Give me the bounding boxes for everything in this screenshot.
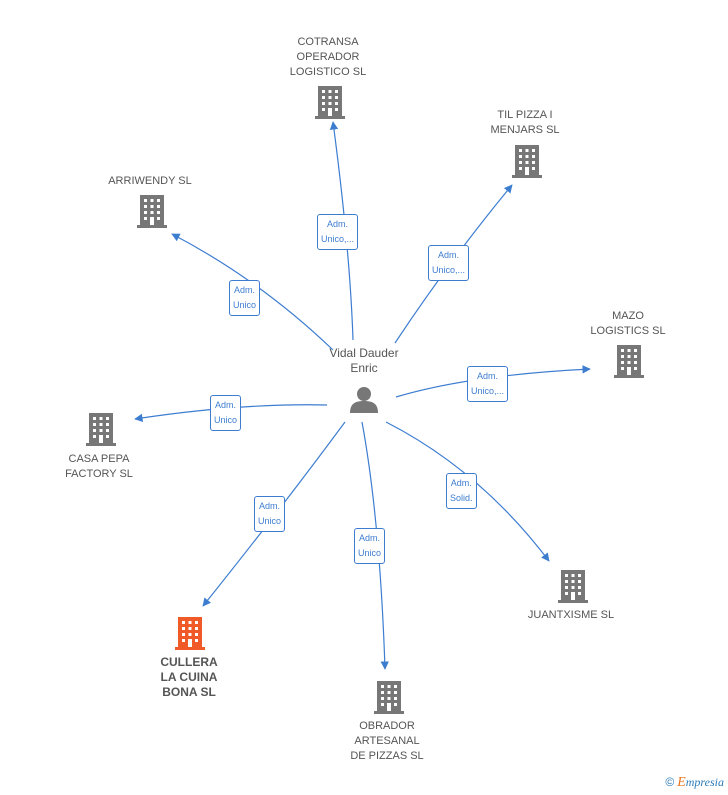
role-badge-line: Adm. [477,371,499,381]
company-label-line: COTRANSA [297,36,359,48]
role-badge-arriwendy: Adm. Unico [229,280,261,316]
center-person-name: Vidal Dauder Enric [314,346,414,376]
company-label-juantxisme[interactable]: JUANTXISME SL [501,608,641,623]
company-label-line: CASA PEPA [68,453,130,465]
role-badge-line: Solid. [450,493,473,503]
role-badge-casapepa: Adm. Unico [210,395,242,431]
building-icon-obrador[interactable] [374,681,404,714]
company-label-line: MAZO [612,310,644,322]
role-badge-line: Adm. [438,250,460,260]
company-label-line: LOGISTICS SL [590,325,666,337]
company-label-casapepa[interactable]: CASA PEPA FACTORY SL [29,452,169,482]
role-badge-line: Adm. [215,400,237,410]
role-badge-line: Adm. [450,478,472,488]
brand-logo-e: E [677,775,686,790]
company-label-line: FACTORY SL [65,468,133,480]
role-badge-line: Unico [258,516,282,526]
role-badge-tilpizza: Adm. Unico,... [428,245,470,281]
role-badge-line: Unico [233,300,257,310]
person-icon [350,387,378,413]
company-label-line: MENJARS SL [490,124,560,136]
role-badge-line: Adm. [327,219,349,229]
building-icon-cotransa[interactable] [315,86,345,119]
role-badge-cullera: Adm. Unico [254,496,286,532]
role-badge-line: Unico [214,415,238,425]
company-label-line: ARRIWENDY SL [108,175,192,187]
company-label-cotransa[interactable]: COTRANSA OPERADOR LOGISTICO SL [258,35,398,80]
company-label-obrador[interactable]: OBRADOR ARTESANAL DE PIZZAS SL [317,719,457,764]
company-label-line: CULLERA [160,655,218,669]
role-badge-line: Unico,... [321,234,355,244]
role-badge-juantxisme: Adm. Solid. [446,473,477,509]
company-label-line: LOGISTICO SL [289,66,367,78]
company-label-line: BONA SL [162,685,216,699]
company-label-line: OBRADOR [359,720,415,732]
role-badge-obrador: Adm. Unico [354,528,386,564]
role-badge-line: Unico,... [471,386,505,396]
company-label-line: LA CUINA [160,670,218,684]
role-badge-line: Adm. [359,533,381,543]
role-badge-line: Adm. [259,501,281,511]
role-badge-line: Adm. [234,285,256,295]
role-badge-line: Unico [358,548,382,558]
building-icon-mazo[interactable] [614,345,644,378]
role-badge-line: Unico,... [432,265,466,275]
building-icon-casapepa[interactable] [86,413,116,446]
company-label-line: ARTESANAL [354,735,420,747]
company-label-line: DE PIZZAS SL [350,750,424,762]
center-name-line1: Vidal Dauder [329,346,399,360]
building-icon-arriwendy[interactable] [137,195,167,228]
role-badge-cotransa: Adm. Unico,... [317,214,359,250]
copyright-symbol: © [665,775,675,789]
company-label-mazo[interactable]: MAZO LOGISTICS SL [558,309,698,339]
company-label-tilpizza[interactable]: TIL PIZZA I MENJARS SL [455,108,595,138]
company-label-line: OPERADOR [296,51,360,63]
company-label-line: JUANTXISME SL [527,609,615,621]
company-label-line: TIL PIZZA I [497,109,553,121]
building-icon-cullera[interactable] [175,617,205,650]
company-label-arriwendy[interactable]: ARRIWENDY SL [80,174,220,189]
center-name-line2: Enric [350,361,378,375]
role-badge-mazo: Adm. Unico,... [467,366,509,402]
footer-brand: © Empresia [665,775,724,791]
building-icon-tilpizza[interactable] [512,145,542,178]
building-icon-juantxisme[interactable] [558,570,588,603]
brand-logo-text: mpresia [685,775,724,789]
